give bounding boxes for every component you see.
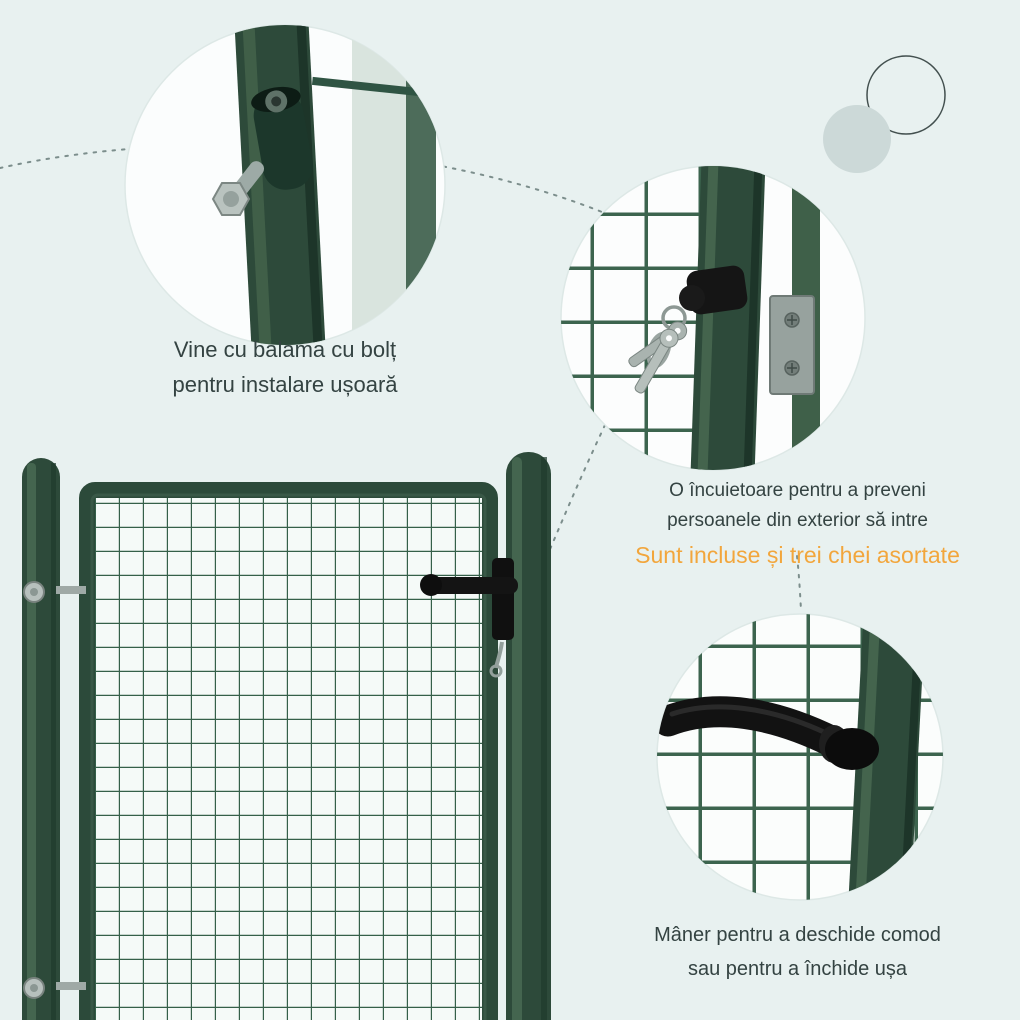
decor-circles [823,55,946,173]
connector-lines [0,144,802,611]
gate-right-post [506,452,551,1020]
gate-left-post [22,458,60,1020]
handle-callout-post [847,614,926,900]
lock-caption-highlight: Sunt incluse și trei chei asortate [635,542,960,568]
lock-callout-mesh [561,166,711,470]
decor-ring-circle [866,55,946,135]
lock-strike-plate [769,295,815,395]
hinge-callout [124,24,446,346]
gate-frame-highlight [90,493,487,1020]
handle-caption-line2: sau pentru a închide ușa [687,958,908,980]
hinge-bolt [211,161,265,216]
gate-frame [79,482,498,1020]
gate-hinge-bolt-bottom [23,977,86,999]
decor-filled-circle [823,105,891,173]
gate-latch [420,558,518,678]
lock-body [679,265,748,315]
handle-callout [656,613,944,901]
hinge-callout-post-strip [406,25,436,345]
lock-callout-post [690,166,766,470]
hinge-caption-line1: Vine cu balama cu bolț [173,337,397,362]
hinge-cylinder [251,86,313,190]
gate-mesh [95,498,482,1020]
hinge-caption-line2: pentru instalare ușoară [172,372,398,397]
lock-caption: O încuietoare pentru a preveni persoanel… [595,476,1000,572]
handle-caption: Mâner pentru a deschide comod sau pentru… [595,918,1000,986]
hinge-callout-reflection [352,25,410,345]
handle-caption-line1: Mâner pentru a deschide comod [654,924,941,946]
lock-keys [628,305,688,394]
lock-caption-line2: persoanele din exterior să intre [667,510,928,531]
lock-callout [560,165,866,471]
hinge-caption: Vine cu balama cu bolț pentru instalare … [95,332,475,402]
connector-caption-to-handle [796,555,802,611]
handle-lever [657,696,879,770]
lock-caption-line1: O încuietoare pentru a preveni [669,480,926,501]
gate-hinge-bolt-top [23,581,86,603]
gate-photo [22,452,551,1020]
connector-lock-to-latch [531,424,606,593]
